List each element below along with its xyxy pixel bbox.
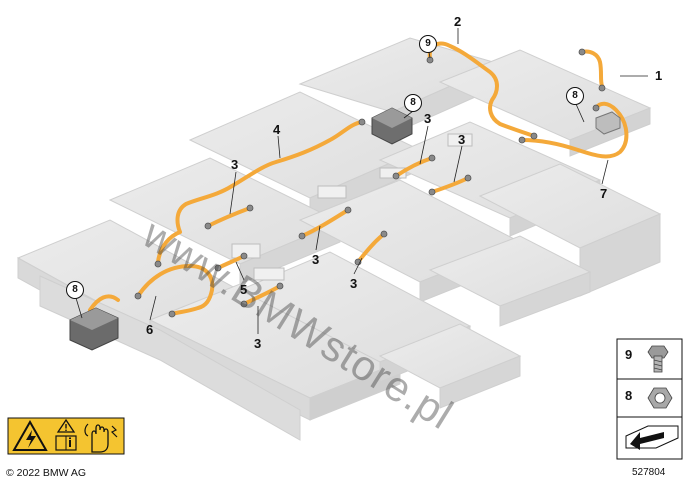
callout-3: 3: [231, 157, 239, 172]
battery-modules: [16, 37, 662, 441]
nut-part-icon: [647, 387, 673, 409]
bolt-part-icon: [647, 345, 669, 373]
cable-3-d: [300, 208, 350, 238]
callout-3: 3: [350, 276, 358, 291]
callout-1: 1: [655, 68, 663, 83]
high-voltage-warning-icon: [12, 419, 48, 451]
cable-2: [427, 41, 536, 138]
callout-8-circled: 8: [66, 281, 84, 299]
cable-3-c: [206, 206, 252, 228]
module-connectors: [231, 133, 473, 281]
callout-3: 3: [458, 132, 466, 147]
callout-8-circled: 8: [404, 94, 422, 112]
legend-panel: [616, 338, 683, 460]
cable-1: [580, 49, 604, 88]
callout-5: 5: [240, 282, 248, 297]
callout-4: 4: [273, 122, 281, 137]
cable-4: [156, 120, 364, 264]
cable-7: [520, 101, 629, 159]
callout-9-circled: 9: [419, 35, 437, 53]
no-touch-hand-icon: [84, 423, 118, 453]
legend-item-8: 8: [625, 388, 633, 403]
manual-icon: [55, 435, 77, 451]
copyright-text: © 2022 BMW AG: [6, 467, 87, 479]
callout-2: 2: [454, 14, 462, 29]
callout-7: 7: [600, 186, 608, 201]
leader-lines: [75, 28, 648, 334]
diagram-reference-number: 527804: [632, 467, 666, 478]
legend-item-9: 9: [625, 347, 633, 362]
cable-terminals: [134, 48, 606, 318]
callout-3: 3: [254, 336, 262, 351]
caution-triangle-icon: [56, 418, 76, 433]
junction-boxes: [69, 107, 621, 351]
cable-6: [88, 264, 215, 316]
safety-warning-label: [7, 417, 125, 455]
callout-8-circled: 8: [566, 87, 584, 105]
arrow-direction-icon: [625, 425, 679, 450]
callout-3: 3: [424, 111, 432, 126]
callout-6: 6: [146, 322, 154, 337]
callout-3: 3: [312, 252, 320, 267]
